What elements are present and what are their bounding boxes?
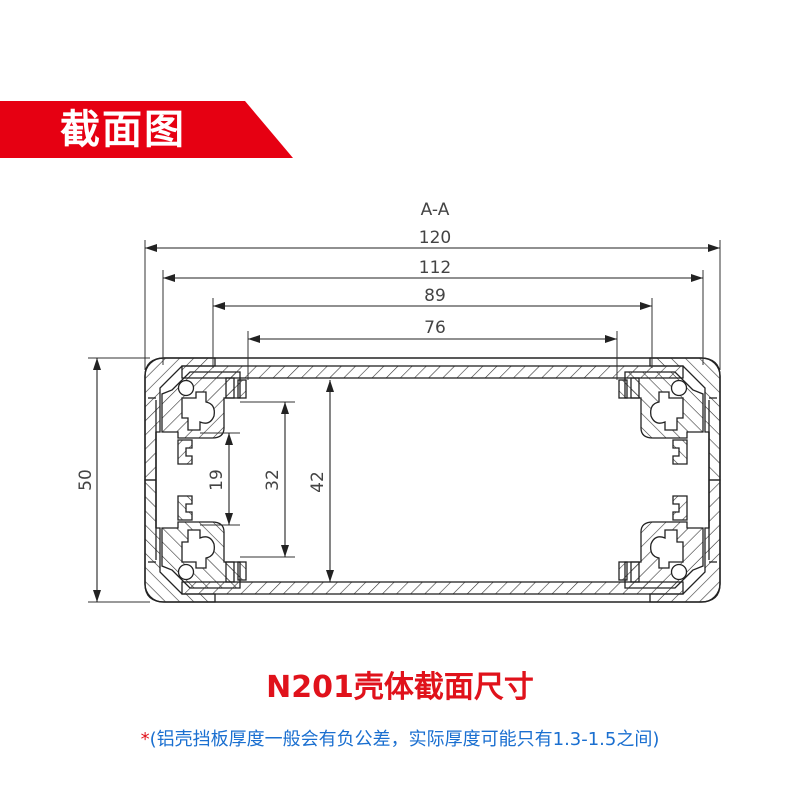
profile-corner-top-left	[144, 357, 247, 529]
dim-label-19: 19	[207, 469, 227, 491]
tolerance-note: *(铝壳挡板厚度一般会有负公差，实际厚度可能只有1.3-1.5之间)	[0, 727, 800, 753]
banner-title: 截面图	[60, 107, 186, 153]
profile-corner-bottom-left	[144, 431, 247, 603]
top-plate	[181, 365, 684, 379]
dim-label-112: 112	[419, 258, 451, 278]
profile-corner-bottom-right	[618, 431, 721, 603]
profile-corner-top-right	[618, 357, 721, 529]
note-asterisk: *	[140, 729, 150, 750]
dim-label-76: 76	[424, 318, 446, 338]
note-text: (铝壳挡板厚度一般会有负公差，实际厚度可能只有1.3-1.5之间)	[149, 729, 660, 750]
section-label: A-A	[421, 200, 450, 220]
dim-label-120: 120	[419, 228, 451, 248]
dim-label-50: 50	[76, 469, 96, 491]
banner-background	[0, 101, 293, 158]
bottom-plate	[181, 581, 684, 595]
dim-label-89: 89	[424, 286, 446, 306]
drawing-caption: N201壳体截面尺寸	[266, 670, 534, 705]
dim-label-32: 32	[263, 469, 283, 491]
dim-label-42: 42	[308, 471, 328, 493]
extension-lines	[88, 240, 721, 603]
